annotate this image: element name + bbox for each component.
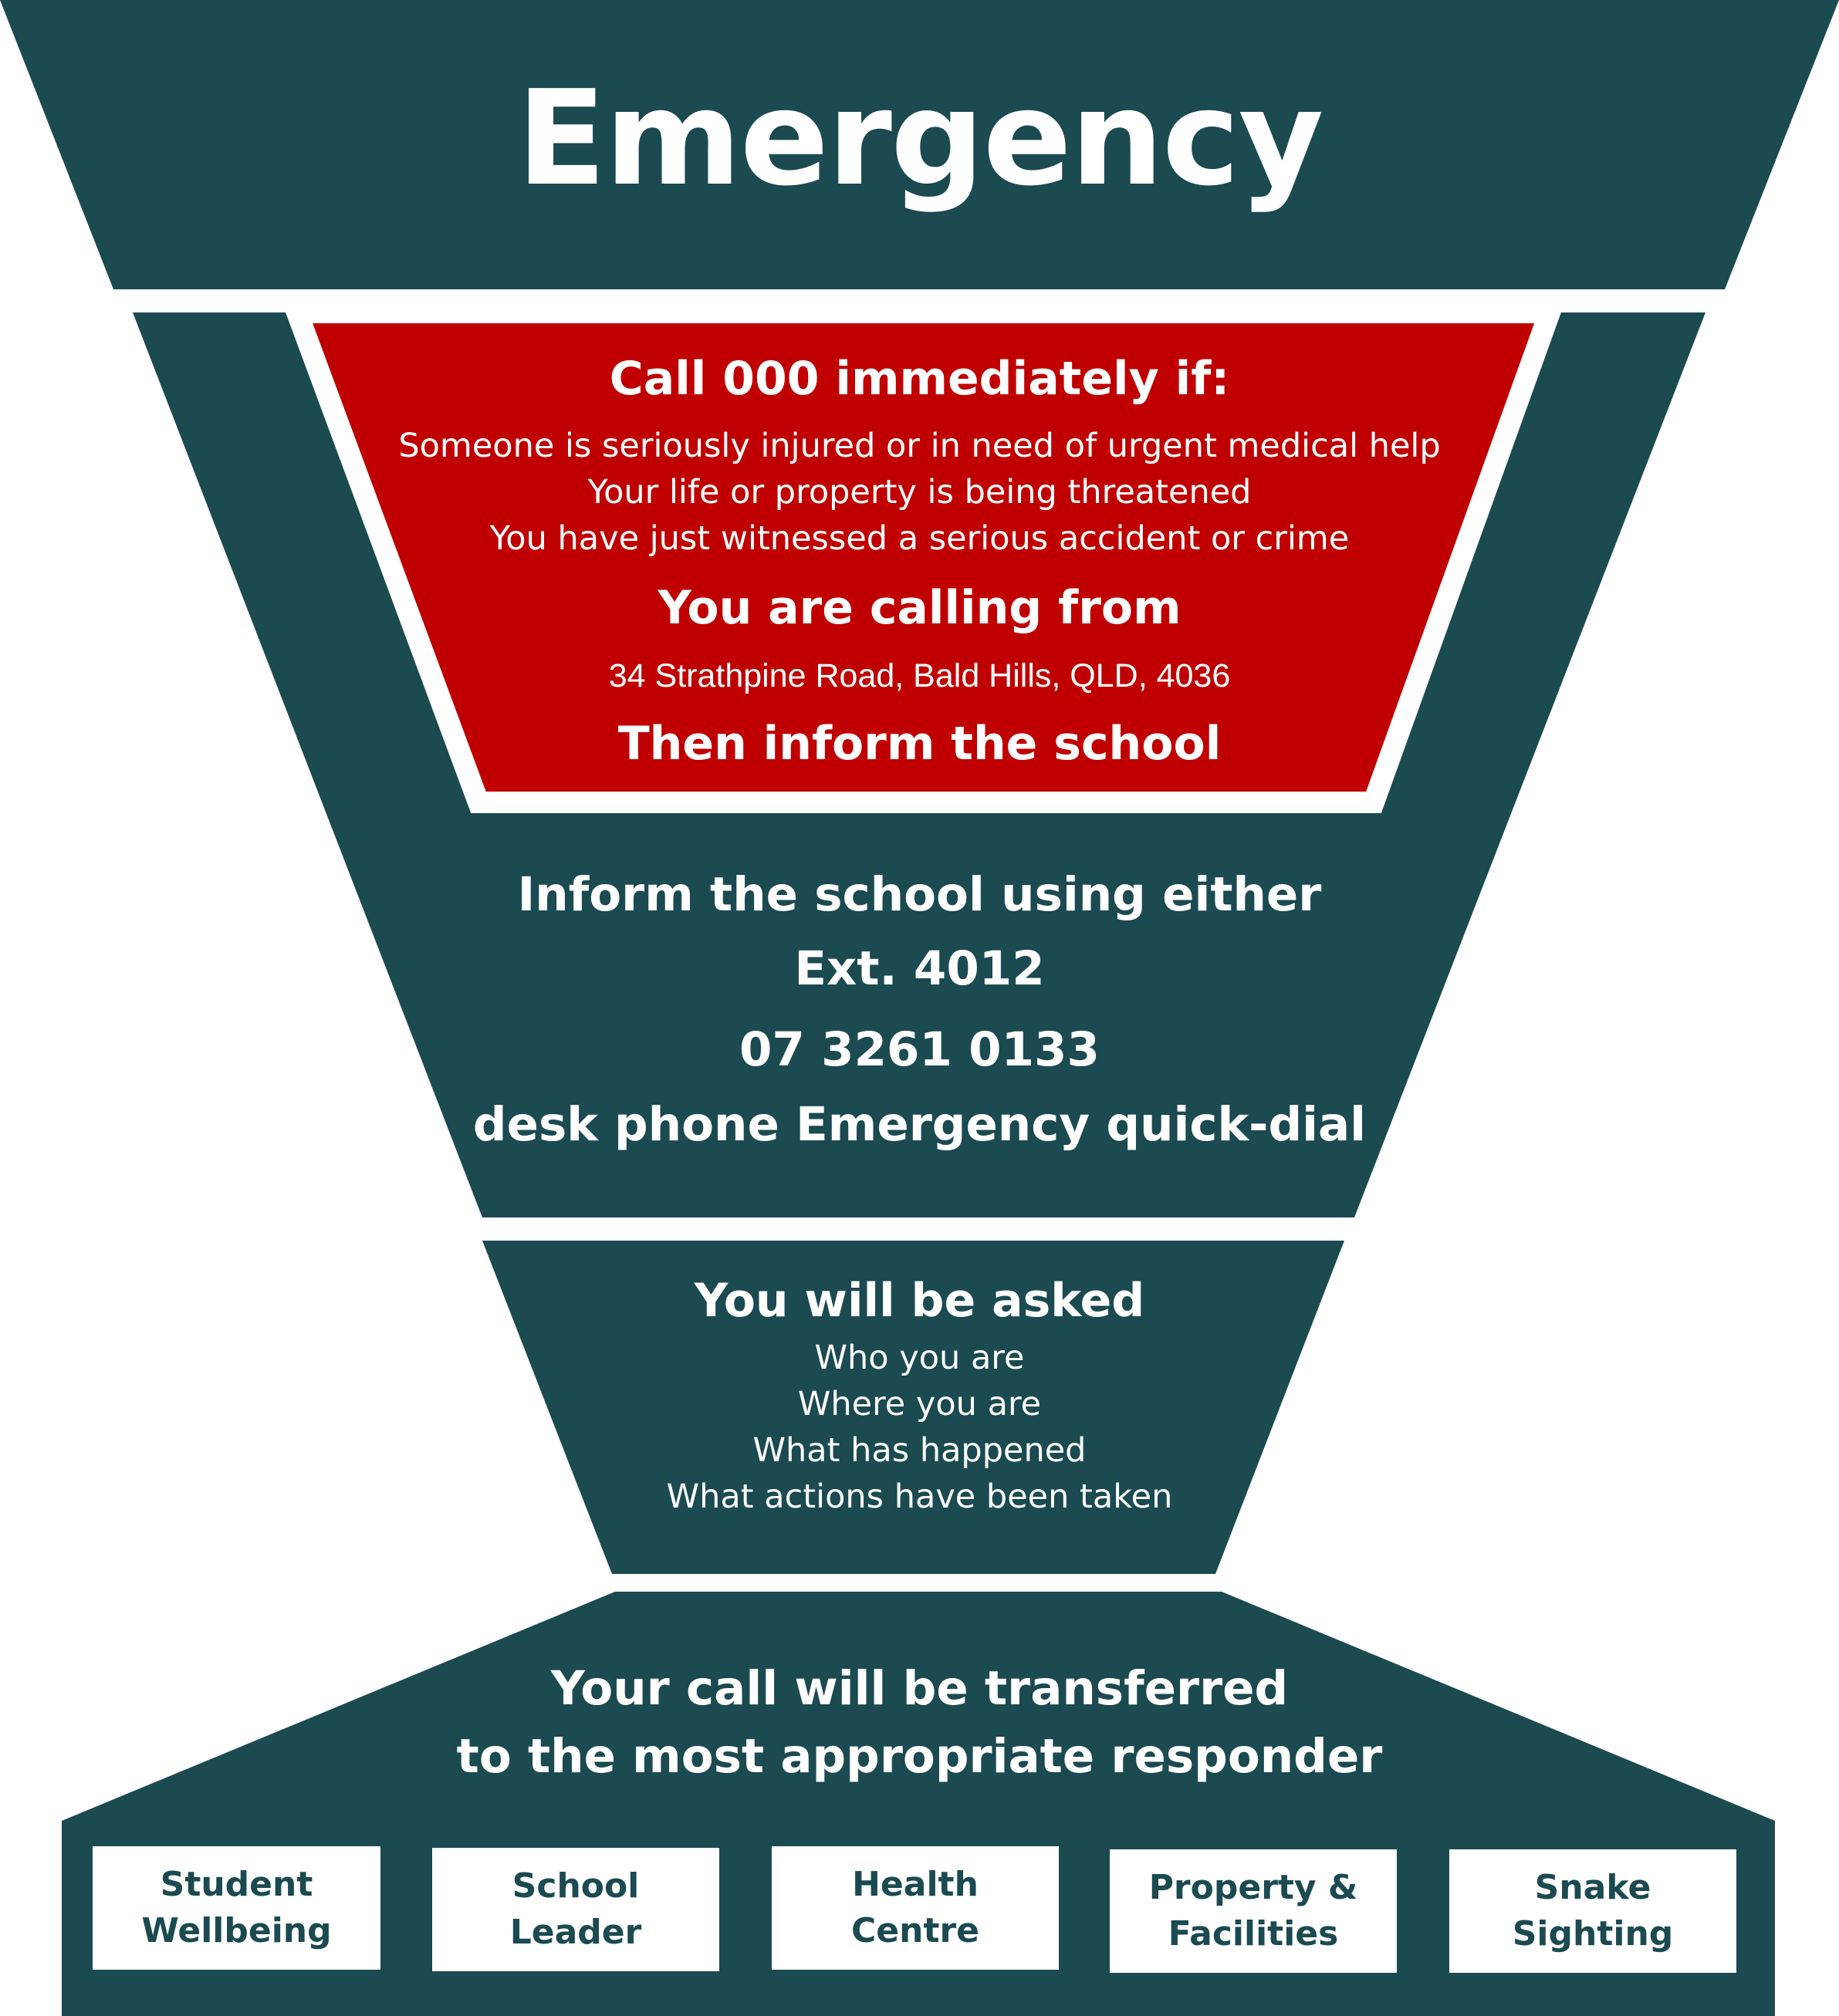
calling-from-heading: You are calling from: [658, 581, 1181, 635]
inform-school-note: Then inform the school: [617, 717, 1222, 771]
transfer-line-2: to the most appropriate responder: [456, 1729, 1383, 1784]
school-address: 34 Strathpine Road, Bald Hills, QLD, 403…: [608, 657, 1231, 694]
call-000-panel-border: [281, 302, 1565, 813]
asked-item: What actions have been taken: [666, 1477, 1173, 1516]
title-band: [0, 0, 1839, 289]
responder-health-centre: Health Centre: [772, 1846, 1059, 1970]
asked-item: Who you are: [814, 1339, 1025, 1377]
asked-item: Where you are: [797, 1385, 1042, 1423]
condition-item: Someone is seriously injured or in need …: [398, 427, 1441, 465]
asked-item: What has happened: [752, 1431, 1087, 1470]
asked-band: [482, 1241, 1344, 1574]
asked-heading: You will be asked: [694, 1274, 1145, 1328]
condition-item: Your life or property is being threatene…: [587, 473, 1252, 512]
inform-heading: Inform the school using either: [517, 867, 1322, 922]
transfer-line-1: Your call will be transferred: [550, 1661, 1289, 1716]
responder-school-leader: School Leader: [432, 1848, 719, 1971]
responder-student-wellbeing: Student Wellbeing: [93, 1846, 380, 1970]
responder-snake-sighting: Snake Sighting: [1449, 1849, 1736, 1973]
call-000-panel: [297, 312, 1550, 802]
responder-property-facilities: Property & Facilities: [1110, 1849, 1397, 1973]
contact-extension: Ext. 4012: [794, 941, 1045, 996]
funnel-gap: [0, 1217, 1839, 1241]
contact-quick-dial: desk phone Emergency quick-dial: [472, 1097, 1367, 1152]
condition-item: You have just witnessed a serious accide…: [489, 519, 1350, 558]
contact-phone-number: 07 3261 0133: [739, 1022, 1100, 1077]
page-title: Emergency: [516, 62, 1323, 215]
call-000-heading: Call 000 immediately if:: [609, 352, 1230, 406]
